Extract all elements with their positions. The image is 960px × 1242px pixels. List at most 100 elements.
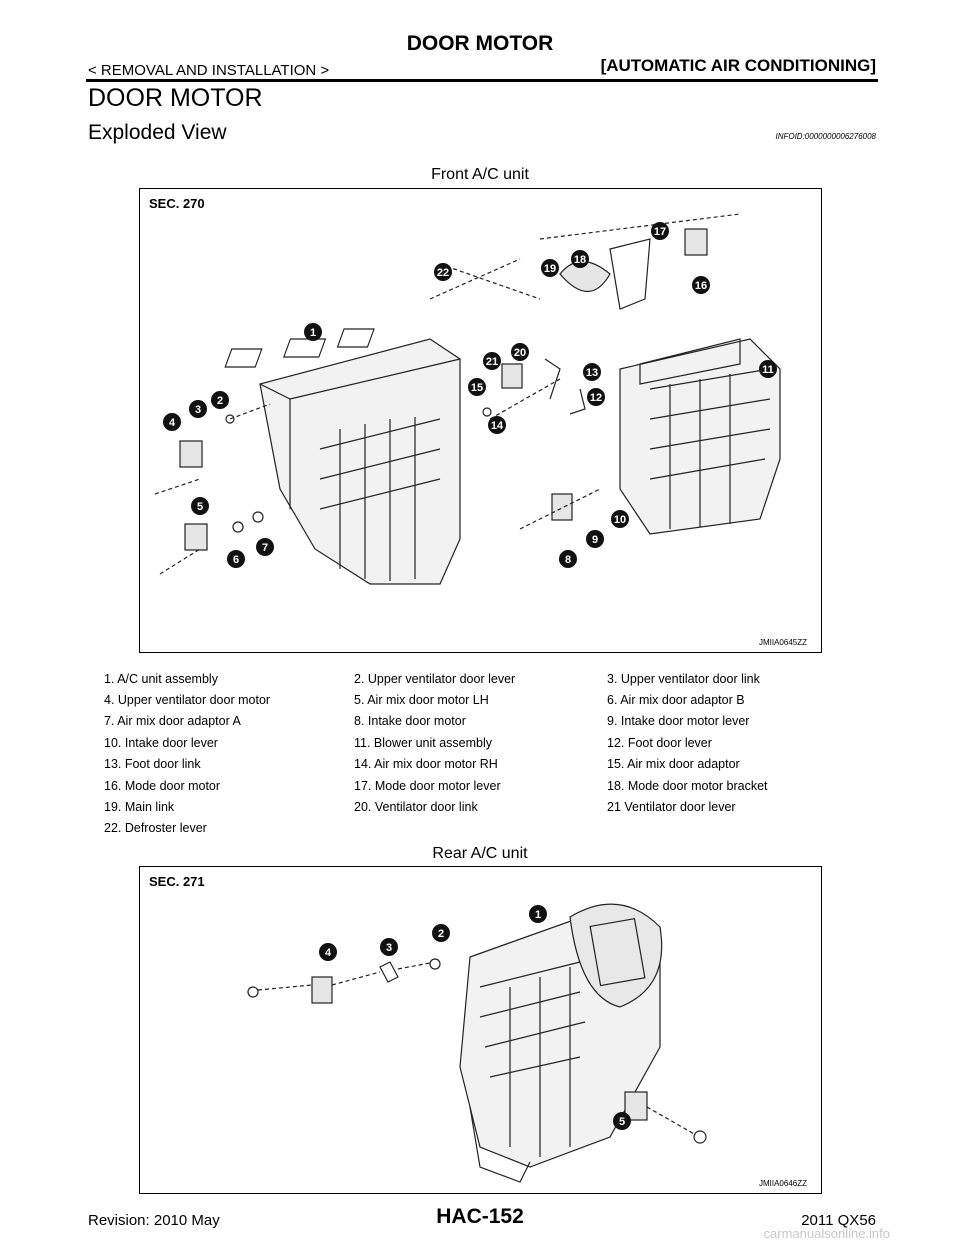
callout-bubble	[483, 352, 501, 370]
rear-sec-label: SEC. 271	[149, 874, 205, 889]
callout-label: 20	[514, 347, 526, 359]
callout-bubble	[488, 416, 506, 434]
front-figure-id: JMIIA0645ZZ	[758, 638, 807, 647]
rear-figure-caption: Rear A/C unit	[432, 845, 528, 862]
revision-date: Revision: 2010 May	[88, 1212, 220, 1229]
callout-label: 4	[325, 947, 332, 959]
part-label: 14. Air mix door motor RH	[354, 757, 498, 772]
callout-bubble	[211, 391, 229, 409]
parts-row: 16. Mode door motor 17. Mode door motor l…	[104, 775, 824, 796]
part-label: 10. Intake door lever	[104, 735, 218, 750]
callout-bubble	[191, 497, 209, 515]
callout-label: 12	[590, 392, 602, 404]
callout-label: 3	[195, 404, 201, 416]
callout-label: 5	[197, 501, 203, 513]
header-title: DOOR MOTOR	[406, 32, 554, 55]
callout-bubble	[256, 538, 274, 556]
model-year: 2011 QX56	[801, 1212, 876, 1229]
part-label: 7. Air mix door adaptor A	[104, 714, 241, 729]
page-code: HAC-152	[436, 1205, 524, 1228]
callout-bubble	[541, 259, 559, 277]
front-figure: SEC. 270 JMIIA0645ZZ	[139, 188, 822, 653]
callout-label: 10	[614, 514, 626, 526]
rear-callouts: 1 2 3 4 5	[319, 905, 631, 1130]
callout-label: 22	[437, 267, 449, 279]
part-label: 19. Main link	[104, 800, 175, 815]
part-label: 4. Upper ventilator door motor	[104, 693, 271, 708]
callout-label: 4	[169, 417, 176, 429]
parts-row: 22. Defroster lever	[104, 818, 824, 839]
callout-label: 16	[695, 280, 707, 292]
callout-bubble	[586, 530, 604, 548]
callout-label: 3	[386, 942, 392, 954]
callout-bubble	[319, 943, 337, 961]
callout-bubble	[163, 413, 181, 431]
breadcrumb: < REMOVAL AND INSTALLATION >	[88, 62, 330, 79]
callout-bubble	[587, 388, 605, 406]
callout-label: 17	[654, 226, 666, 238]
parts-row: 4. Upper ventilator door motor 5. Air mix…	[104, 689, 824, 710]
callout-bubble	[613, 1112, 631, 1130]
page-subheading: Exploded View	[88, 121, 227, 144]
part-label: 9. Intake door motor lever	[607, 714, 750, 729]
callout-bubble	[529, 905, 547, 923]
callout-bubble	[611, 510, 629, 528]
front-figure-caption: Front A/C unit	[431, 166, 529, 183]
callout-label: 6	[233, 554, 239, 566]
callout-label: 18	[574, 254, 586, 266]
callout-bubble	[559, 550, 577, 568]
rear-figure-id: JMIIA0646ZZ	[758, 1179, 807, 1188]
part-label: 3. Upper ventilator door link	[607, 671, 760, 686]
callout-label: 5	[619, 1116, 625, 1128]
part-label: 12. Foot door lever	[607, 735, 712, 750]
section-label: [AUTOMATIC AIR CONDITIONING]	[600, 56, 876, 75]
part-label: 15. Air mix door adaptor	[607, 757, 740, 772]
callout-bubble	[380, 938, 398, 956]
part-label: 22. Defroster lever	[104, 821, 207, 836]
callout-bubble	[692, 276, 710, 294]
header-rule	[86, 79, 878, 82]
callout-label: 13	[586, 367, 598, 379]
part-label: 2. Upper ventilator door lever	[354, 671, 516, 686]
callout-bubble	[468, 378, 486, 396]
callout-label: 2	[217, 395, 223, 407]
part-label: 11. Blower unit assembly	[354, 735, 493, 750]
parts-row: 10. Intake door lever 11. Blower unit ass…	[104, 732, 824, 753]
part-label: 18. Mode door motor bracket	[607, 778, 768, 793]
callout-label: 19	[544, 263, 556, 275]
callout-bubble	[227, 550, 245, 568]
callout-label: 2	[438, 928, 444, 940]
part-label: 6. Air mix door adaptor B	[607, 693, 745, 708]
callout-bubble	[511, 343, 529, 361]
rear-exploded-illustration: 1 2 3 4 5	[247, 903, 707, 1183]
part-label: 5. Air mix door motor LH	[354, 693, 489, 708]
callout-label: 7	[262, 542, 268, 554]
front-sec-label: SEC. 270	[149, 196, 205, 211]
info-id: INFOID:0000000006276008	[775, 132, 876, 141]
callout-bubble	[759, 360, 777, 378]
callout-bubble	[189, 400, 207, 418]
callout-label: 11	[762, 364, 774, 376]
callout-bubble	[434, 263, 452, 281]
part-label: 17. Mode door motor lever	[354, 778, 501, 793]
callout-label: 8	[565, 554, 571, 566]
callout-bubble	[304, 323, 322, 341]
callout-label: 9	[592, 534, 598, 546]
part-label: 13. Foot door link	[104, 757, 201, 772]
rear-figure: SEC. 271 JMIIA0646ZZ 1 2 3 4 5	[139, 866, 822, 1194]
callout-bubble	[651, 222, 669, 240]
parts-row: 13. Foot door link 14. Air mix door motor…	[104, 754, 824, 775]
callout-bubble	[571, 250, 589, 268]
callout-label: 1	[535, 909, 541, 921]
part-label: 16. Mode door motor	[104, 778, 221, 793]
callout-bubble	[583, 363, 601, 381]
callout-label: 15	[471, 382, 483, 394]
page-heading: DOOR MOTOR	[88, 84, 263, 112]
callout-bubble	[432, 924, 450, 942]
callout-label: 21	[486, 356, 498, 368]
